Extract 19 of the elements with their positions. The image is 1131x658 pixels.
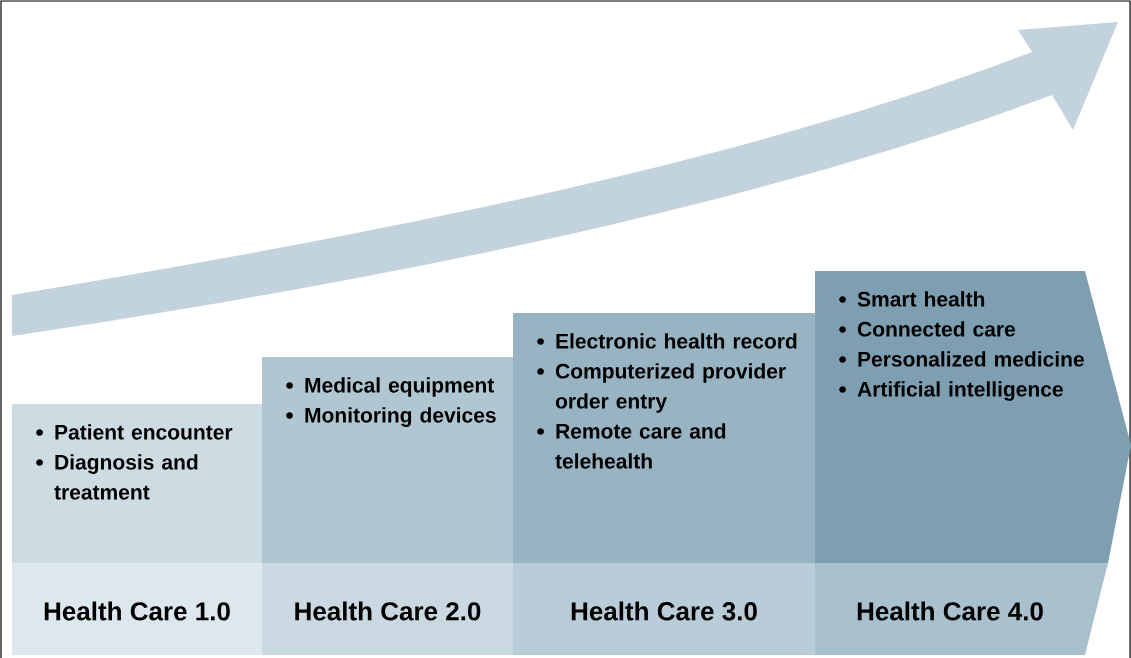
- stage-column: [513, 313, 815, 655]
- bullet-item: Remote care and telehealth: [537, 423, 726, 469]
- stage-column: [262, 357, 513, 655]
- stage-column: [815, 271, 1131, 655]
- bullet-item: Connected care: [839, 321, 1016, 337]
- bullet-item: Computerized provider order entry: [537, 363, 786, 413]
- stage-label: Health Care 4.0: [857, 601, 1043, 621]
- bullet-item: Diagnosis and treatment: [36, 454, 198, 500]
- bullet-item: Artificial intelligence: [839, 381, 1063, 401]
- stage-label: Health Care 1.0: [44, 601, 230, 621]
- bullet-item: Patient encounter: [36, 424, 233, 440]
- bullet-item: Personalized medicine: [839, 351, 1084, 367]
- bullet-item: Monitoring devices: [286, 407, 496, 427]
- bullet-item: Medical equipment: [286, 377, 494, 397]
- stage-label: Health Care 2.0: [295, 601, 481, 621]
- bullet-item: Electronic health record: [537, 333, 797, 349]
- stage-column: [12, 404, 262, 655]
- stage-label: Health Care 3.0: [571, 601, 757, 621]
- bullet-item: Smart health: [839, 291, 985, 307]
